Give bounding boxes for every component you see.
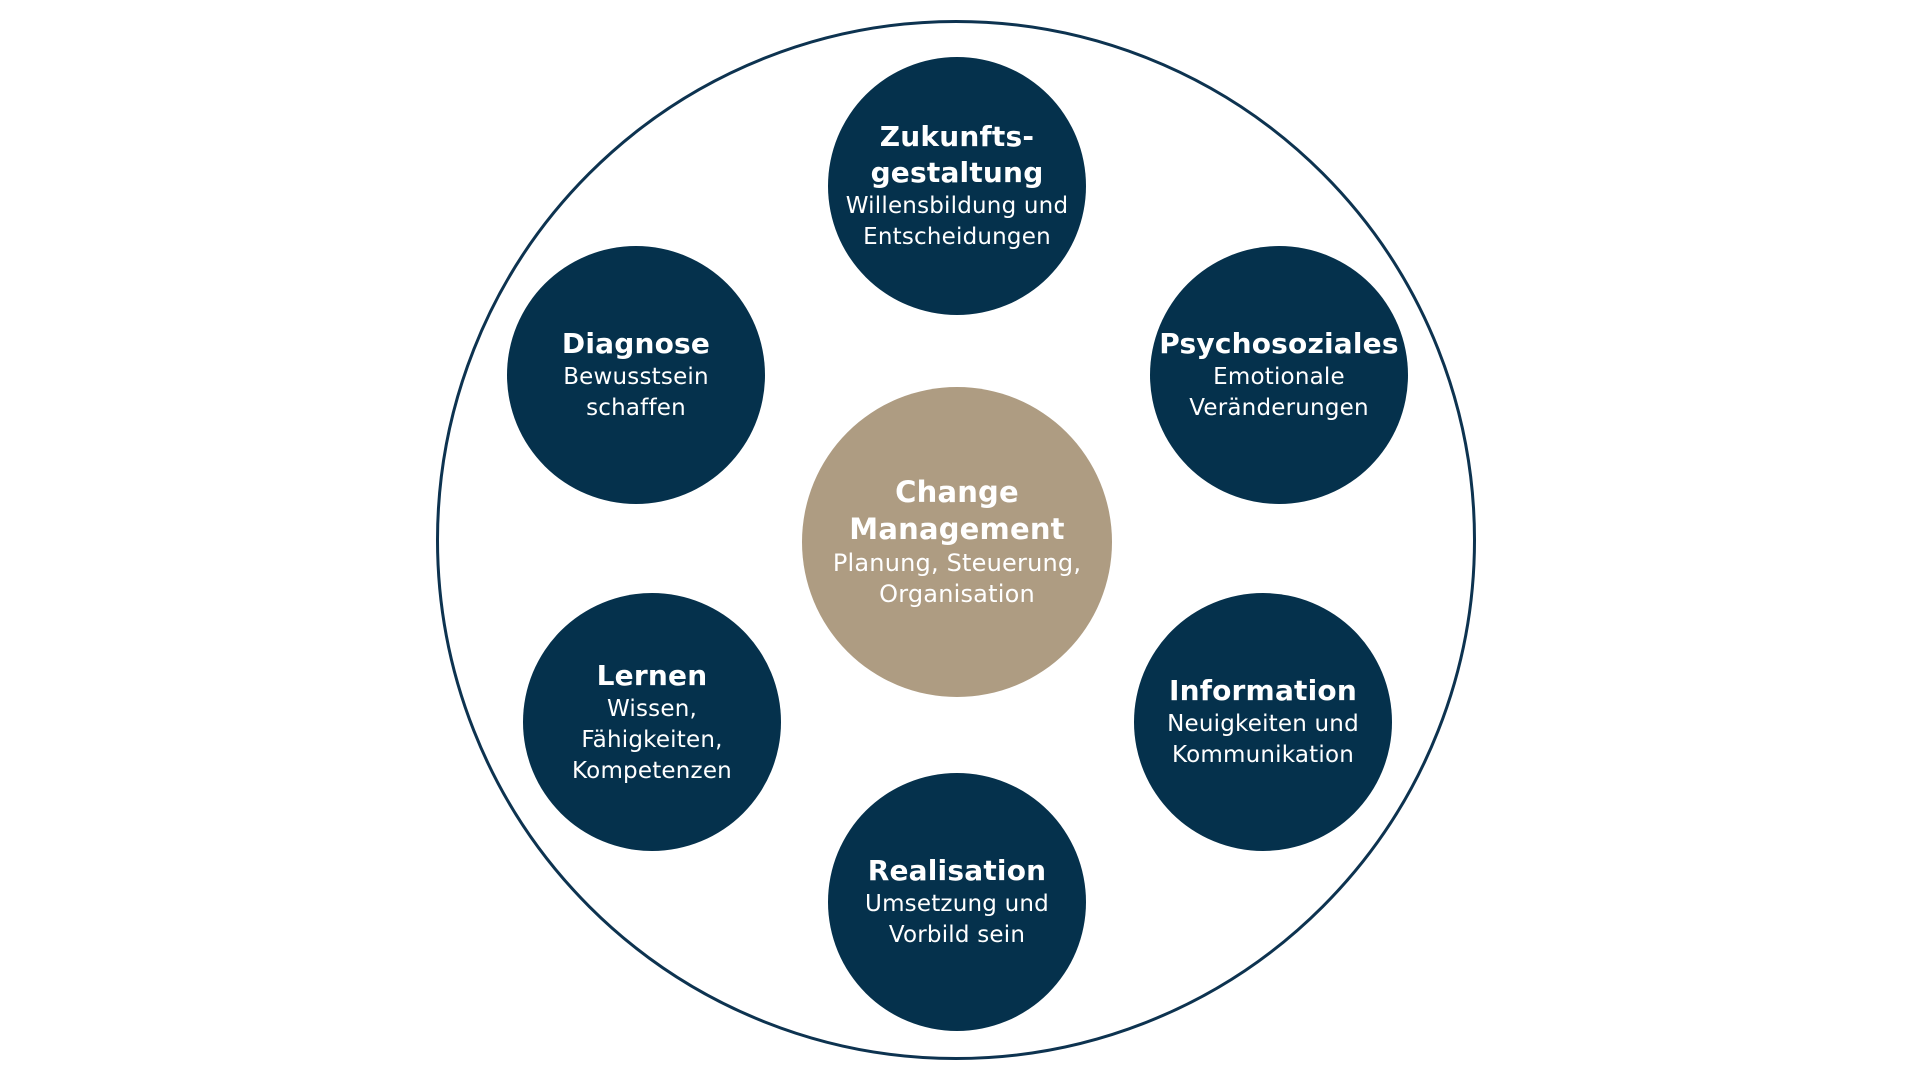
node-subtitle: Bewusstsein schaffen	[563, 364, 709, 421]
node-change-management: Change Management Planung, Steuerung, Or…	[802, 387, 1112, 697]
node-title: Zukunfts- gestaltung	[870, 120, 1044, 189]
node-information: Information Neuigkeiten und Kommunikatio…	[1134, 593, 1392, 851]
node-title: Realisation	[867, 854, 1047, 887]
node-subtitle: Willensbildung und Entscheidungen	[845, 193, 1069, 250]
node-subtitle: Neuigkeiten und Kommunikation	[1167, 711, 1359, 768]
node-title: Information	[1168, 674, 1357, 707]
node-title: Lernen	[596, 658, 708, 692]
center-subtitle: Planung, Steuerung, Organisation	[832, 549, 1082, 608]
center-title: Change Management	[849, 475, 1065, 546]
node-subtitle: Emotionale Veränderungen	[1189, 364, 1369, 421]
node-psychosoziales: Psychosoziales Emotionale Veränderungen	[1150, 246, 1408, 504]
node-title: Diagnose	[561, 327, 711, 360]
node-zukunftsgestaltung: Zukunfts- gestaltung Willensbildung und …	[828, 57, 1086, 315]
node-lernen: Lernen Wissen, Fähigkeiten, Kompetenzen	[523, 593, 781, 851]
node-title: Psychosoziales	[1159, 327, 1399, 360]
node-realisation: Realisation Umsetzung und Vorbild sein	[828, 773, 1086, 1031]
node-subtitle: Wissen, Fähigkeiten, Kompetenzen	[572, 695, 732, 784]
node-subtitle: Umsetzung und Vorbild sein	[865, 891, 1049, 948]
outer-ring	[436, 20, 1476, 1060]
node-diagnose: Diagnose Bewusstsein schaffen	[507, 246, 765, 504]
